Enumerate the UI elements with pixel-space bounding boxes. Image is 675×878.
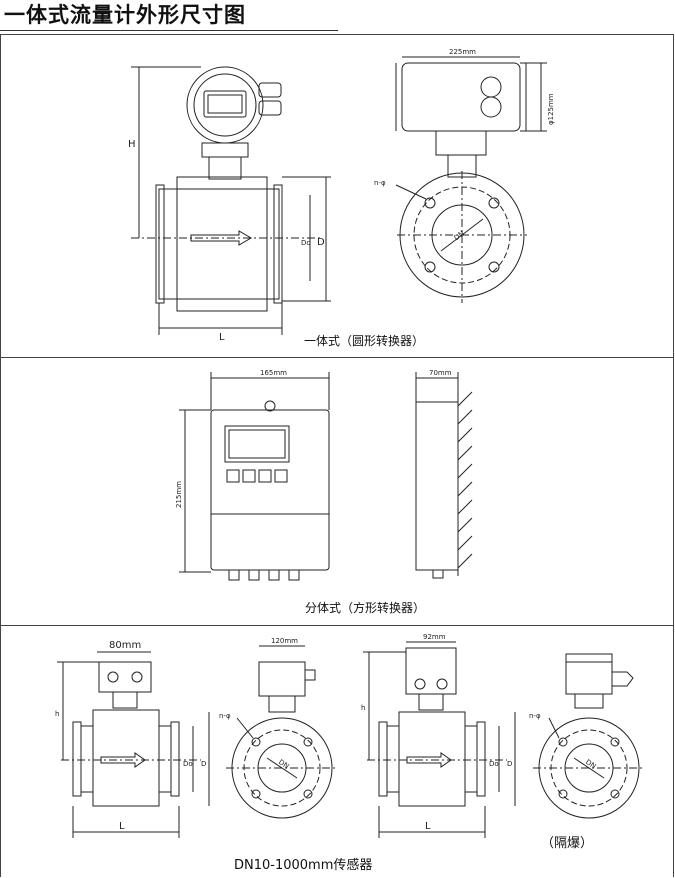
holes-label: n-φ — [374, 179, 386, 187]
dim-do-label-a: Do — [183, 760, 193, 768]
flow-tube-body — [158, 188, 280, 300]
converter-housing — [401, 62, 521, 132]
dim-l-label-b: L — [425, 821, 431, 832]
square-converter-side — [415, 372, 473, 579]
dim-d-label-b: D — [507, 760, 512, 768]
dim-92-label: 92mm — [423, 633, 446, 641]
dim-do-label: Do — [301, 239, 311, 247]
page-title: 一体式流量计外形尺寸图 — [4, 3, 246, 27]
dim-l-label-a: L — [119, 821, 125, 832]
dn-label-a: DN — [277, 758, 290, 771]
dn-label-b: DN — [584, 758, 597, 771]
side-box — [415, 401, 459, 571]
flow-arrow — [190, 230, 252, 246]
integrated-drawing: H L Do D 225mm — [128, 48, 555, 343]
holes-label-b: n-φ — [529, 712, 541, 720]
dim-215-label: 215mm — [175, 481, 183, 508]
remote-drawing: 165mm 215mm 70mm — [175, 369, 473, 581]
sensor-b-front — [363, 641, 516, 838]
dim-dia-label: φ125mm — [547, 93, 555, 125]
square-converter-front — [179, 372, 330, 581]
integrated-side-view — [395, 56, 547, 303]
dim-width-label: 225mm — [449, 48, 476, 56]
dim-l-label: L — [219, 332, 225, 343]
holes-label-a: n-φ — [219, 712, 231, 720]
dim-80-label: 80mm — [109, 640, 141, 651]
panel-integrated: H L Do D 225mm — [0, 34, 674, 358]
caption-remote: 分体式（方形转换器） — [305, 601, 426, 615]
dim-h-label-b: h — [361, 704, 365, 712]
title-underline — [0, 30, 338, 31]
sensor-a-front — [57, 651, 210, 838]
integrated-front-view — [131, 66, 331, 335]
round-converter-head — [186, 66, 264, 144]
dim-d-label: D — [317, 237, 325, 248]
explosion-proof-label: （隔爆） — [541, 836, 594, 851]
dim-70-label: 70mm — [429, 369, 452, 377]
dim-120-label: 120mm — [271, 637, 298, 645]
wall-hatching — [457, 391, 473, 569]
caption-integrated: 一体式（圆形转换器） — [304, 334, 425, 348]
display-window — [224, 425, 290, 463]
dim-do-label-b: Do — [489, 760, 499, 768]
caption-sensors: DN10-1000mm传感器 — [234, 858, 373, 873]
panel-sensors: 80mm h L Do D 120mm n-φ DN — [0, 625, 674, 877]
dim-h-label: H — [128, 139, 136, 150]
panel-remote: 165mm 215mm 70mm 分体式（方形转换器） — [0, 357, 674, 626]
sensor-drawing: 80mm h L Do D 120mm n-φ DN — [55, 633, 645, 838]
dim-h-label-a: h — [55, 710, 59, 718]
sensor-b-side-explosion-proof — [533, 653, 645, 819]
dim-d-label-a: D — [201, 760, 206, 768]
dim-165-label: 165mm — [260, 369, 287, 377]
sensor-a-side — [226, 645, 338, 819]
